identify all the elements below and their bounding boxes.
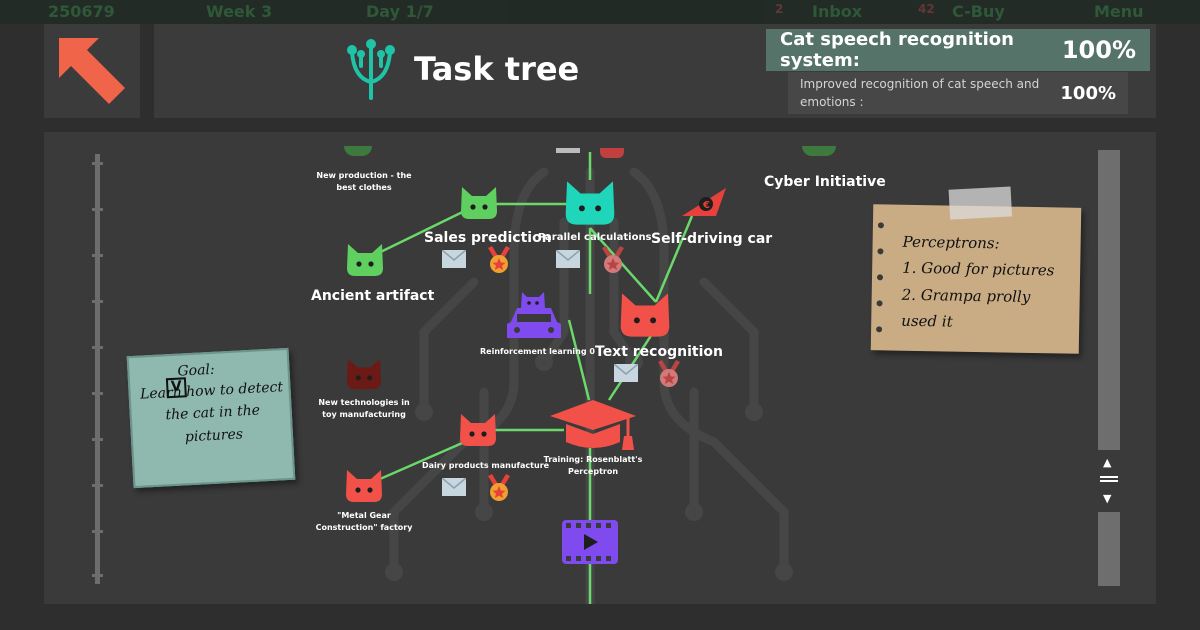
menu-label: Menu: [1094, 2, 1144, 21]
label-ancient-artifact: Ancient artifact: [311, 288, 435, 304]
node-self-driving-car[interactable]: €: [680, 186, 728, 222]
svg-text:€: €: [702, 200, 710, 211]
node-text-recognition[interactable]: [618, 290, 672, 344]
background-hud: 250679 Week 3 Day 1/7 2 Inbox 42 C-Buy M…: [0, 0, 1200, 24]
envelope-icon: [613, 363, 639, 386]
cut-off-envelope-icon: [556, 148, 580, 153]
goal-note-heading: Goal:: [177, 361, 216, 380]
label-self-driving-car: Self-driving car: [651, 231, 773, 247]
goal-label: Cat speech recognition system:: [780, 29, 1014, 71]
node-sales-prediction[interactable]: [459, 185, 499, 225]
node-parallel-calculations[interactable]: [563, 178, 617, 232]
cat-head-icon: [347, 244, 383, 276]
node-video-lesson[interactable]: [562, 520, 618, 568]
header-bar: Task tree Cat speech recognition system:…: [154, 24, 1156, 118]
task-tree-icon: [344, 38, 398, 104]
cut-off-node-left[interactable]: [344, 146, 372, 156]
cat-head-icon: [346, 470, 382, 502]
medal-icon-inactive: [600, 246, 626, 278]
tree-edges: [363, 152, 694, 604]
film-play-icon: [562, 520, 618, 564]
day-readout: Day 1/7: [366, 2, 434, 21]
goal-value: 100%: [1061, 36, 1136, 64]
graduation-cap-icon: [550, 400, 636, 450]
scrollbar-track-upper[interactable]: [1098, 150, 1120, 450]
label-text-recognition: Text recognition: [595, 344, 723, 360]
cut-off-node-right[interactable]: [802, 146, 836, 156]
back-button[interactable]: [44, 24, 140, 118]
node-metal-gear[interactable]: [344, 468, 384, 508]
medal-icon: [486, 246, 512, 278]
perceptron-note-text: Perceptrons: 1. Good for pictures 2. Gra…: [901, 232, 1055, 331]
cat-head-icon: [461, 187, 497, 219]
label-metal-gear: "Metal Gear Construction" factory: [315, 511, 413, 532]
label-parallel-calculations: Parallel calculations: [538, 232, 652, 243]
goal-sticky-note: V Goal: Learn how to detect the cat in t…: [126, 347, 296, 489]
label-sales-prediction: Sales prediction: [424, 230, 552, 246]
page-title: Task tree: [414, 50, 580, 88]
medal-icon: [486, 474, 512, 506]
envelope-icon: [555, 249, 581, 272]
tape-strip: [948, 186, 1013, 220]
money-readout: 250679: [48, 2, 115, 21]
goal-progress: Cat speech recognition system: 100%: [766, 29, 1150, 71]
cat-head-icon: [620, 293, 670, 337]
flag-icon: €: [682, 188, 726, 216]
timeline-ruler: [92, 154, 103, 584]
subgoal-value: 100%: [1060, 82, 1116, 104]
cat-head-icon: [460, 414, 496, 446]
label-cyber-initiative: Cyber Initiative: [764, 174, 886, 190]
shop-count: 42: [918, 2, 935, 16]
label-training: Training: Rosenblatt's Perceptron: [543, 455, 643, 476]
cat-head-icon: [347, 358, 381, 390]
cut-off-medal-icon: [600, 148, 624, 158]
label-new-production: New production - the best clothes: [316, 171, 412, 192]
shop-label: C-Buy: [952, 2, 1005, 21]
subgoal-progress: Improved recognition of cat speech and e…: [788, 72, 1128, 114]
week-readout: Week 3: [206, 2, 273, 21]
envelope-icon: [441, 477, 467, 500]
node-new-toy-tech[interactable]: [345, 357, 383, 395]
envelope-icon: [441, 249, 467, 272]
label-reinforcement-learning: Reinforcement learning 0: [480, 347, 595, 356]
medal-icon-inactive: [656, 360, 682, 392]
inbox-count: 2: [775, 2, 784, 16]
car-icon: [507, 292, 561, 338]
scroll-down-arrow-icon[interactable]: ▼: [1103, 492, 1112, 505]
task-tree-panel: €: [44, 132, 1156, 604]
inbox-label: Inbox: [812, 2, 863, 21]
label-dairy-products: Dairy products manufacture: [422, 461, 550, 470]
cat-head-icon: [565, 181, 615, 225]
perceptron-note: Perceptrons: 1. Good for pictures 2. Gra…: [870, 186, 1082, 354]
label-new-toy-tech: New technologies in toy manufacturing: [318, 398, 410, 419]
scroll-up-arrow-icon[interactable]: ▲: [1103, 456, 1112, 469]
node-ancient-artifact[interactable]: [345, 242, 385, 282]
arrow-up-left-icon: [59, 38, 125, 104]
goal-note-text: Learn how to detect the cat in the pictu…: [139, 379, 284, 446]
node-training[interactable]: [548, 398, 638, 458]
node-reinforcement-learning[interactable]: [505, 288, 563, 346]
subgoal-label: Improved recognition of cat speech and e…: [800, 77, 1040, 109]
tree-scrollbar[interactable]: ▲ ▼: [1098, 150, 1120, 586]
scroll-handle[interactable]: [1100, 476, 1118, 482]
scrollbar-track-lower[interactable]: [1098, 512, 1120, 586]
node-dairy-products[interactable]: [458, 412, 498, 452]
